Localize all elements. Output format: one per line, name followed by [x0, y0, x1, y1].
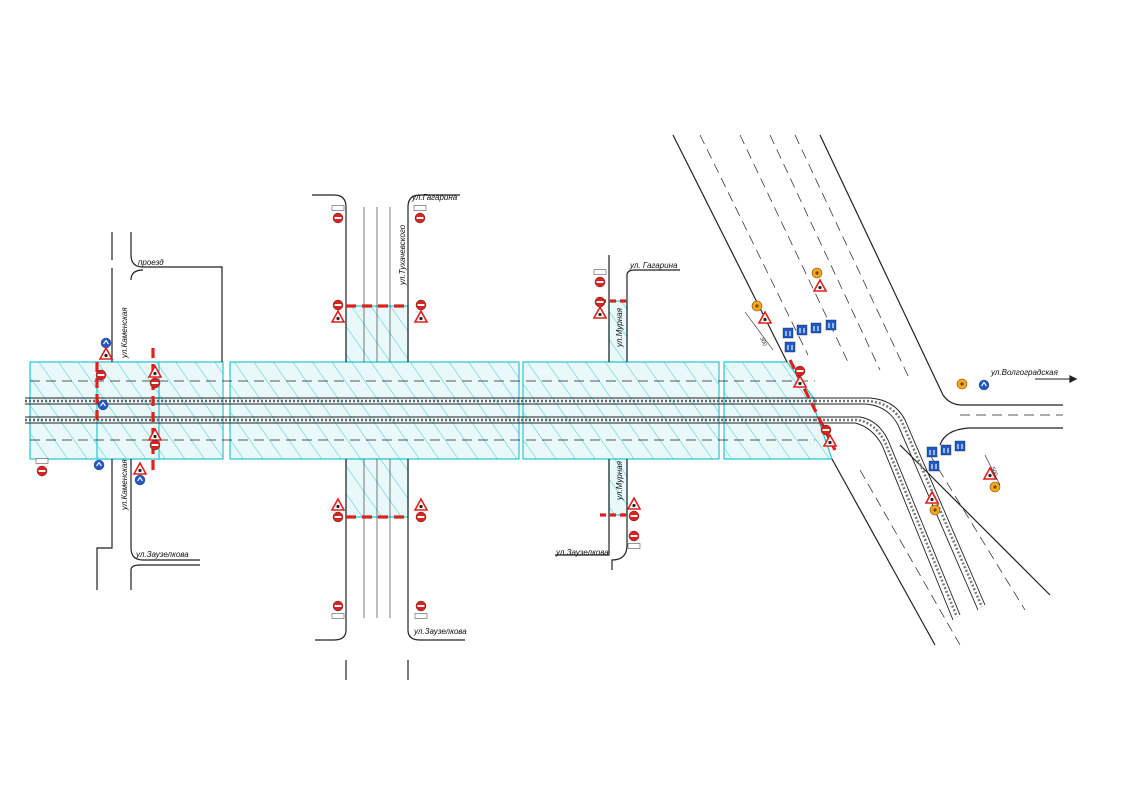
road-works-icon [627, 497, 641, 510]
street-label-zauzelkova-right: ул.Заузелкова [555, 548, 609, 557]
direction-arrow-icon [978, 379, 990, 391]
lane-direction-icon [784, 341, 796, 353]
lane-direction-icon [796, 324, 808, 336]
plate-icon [627, 543, 641, 549]
volgogradskaya-road [672, 134, 1078, 646]
no-entry-icon [820, 424, 832, 436]
street-label-kamenskaya-bottom: ул.Каменская [120, 459, 129, 511]
no-entry-icon [628, 510, 640, 522]
plate-icon [35, 458, 49, 464]
no-entry-icon [415, 299, 427, 311]
lane-direction-icon [926, 446, 938, 458]
road-works-icon [331, 498, 345, 511]
plate-icon [331, 613, 345, 619]
road-works-icon [133, 462, 147, 475]
street-label-proezd: проезд [138, 258, 164, 267]
work-zone-main [29, 300, 833, 518]
lane-direction-icon [940, 444, 952, 456]
street-label-zauzelkova-mid: ул.Заузелкова [413, 627, 467, 636]
road-works-icon [593, 306, 607, 319]
no-entry-icon [332, 600, 344, 612]
no-entry-icon [149, 439, 161, 451]
no-entry-icon [415, 511, 427, 523]
plate-icon [413, 205, 427, 211]
street-labels: проезд ул.Каменская ул.Каменская ул.Зауз… [120, 193, 1059, 636]
no-entry-icon [415, 600, 427, 612]
road-works-icon [758, 311, 772, 324]
street-label-volgogradskaya: ул.Волгоградская [990, 368, 1059, 377]
no-entry-icon [628, 530, 640, 542]
plate-icon [414, 613, 428, 619]
lane-direction-icon [810, 322, 822, 334]
traffic-light-icon [989, 481, 1001, 493]
dimensions: 300 500 [744, 311, 1001, 486]
street-label-gagarina-2: ул. Гагарина [629, 261, 678, 270]
no-entry-icon [332, 212, 344, 224]
traffic-light-icon [956, 378, 968, 390]
street-label-murnaya-bottom: ул.Мурная [615, 460, 624, 501]
no-entry-icon [594, 276, 606, 288]
street-label-zauzelkova-left: ул.Заузелкова [135, 550, 189, 559]
tukhachevskogo-street [312, 194, 465, 680]
kamenskaya-street [96, 232, 223, 590]
lane-direction-icon [954, 440, 966, 452]
direction-arrow-icon [134, 474, 146, 486]
lane-direction-icon [825, 319, 837, 331]
work-zone-block-3 [522, 361, 720, 460]
road-works-icon [813, 279, 827, 292]
no-entry-icon [332, 511, 344, 523]
road-works-icon [331, 310, 345, 323]
lane-direction-icon [928, 460, 940, 472]
lane-direction-icon [782, 327, 794, 339]
plate-icon [331, 205, 345, 211]
street-label-kamenskaya-top: ул.Каменская [120, 307, 129, 359]
murnaya-street [555, 255, 680, 570]
road-works-icon [99, 347, 113, 360]
no-entry-icon [149, 377, 161, 389]
no-entry-icon [332, 299, 344, 311]
direction-arrow-icon [93, 459, 105, 471]
traffic-light-icon [751, 300, 763, 312]
no-entry-icon [414, 212, 426, 224]
direction-arrow-icon [97, 399, 109, 411]
plate-icon [593, 269, 607, 275]
dimension-upper: 300 [758, 336, 767, 347]
road-works-icon [414, 498, 428, 511]
work-zone-block-2 [229, 361, 520, 460]
no-entry-icon [95, 369, 107, 381]
traffic-light-icon [929, 504, 941, 516]
street-label-gagarina-1: ул.Гагарина [411, 193, 458, 202]
no-entry-icon [794, 365, 806, 377]
street-label-tukhachevskogo: ул.Тухачевского [398, 224, 407, 286]
traffic-light-icon [811, 267, 823, 279]
no-entry-icon [36, 465, 48, 477]
dimension-lower: 500 [989, 466, 998, 477]
road-works-icon [414, 310, 428, 323]
street-label-murnaya-top: ул.Мурная [615, 307, 624, 348]
